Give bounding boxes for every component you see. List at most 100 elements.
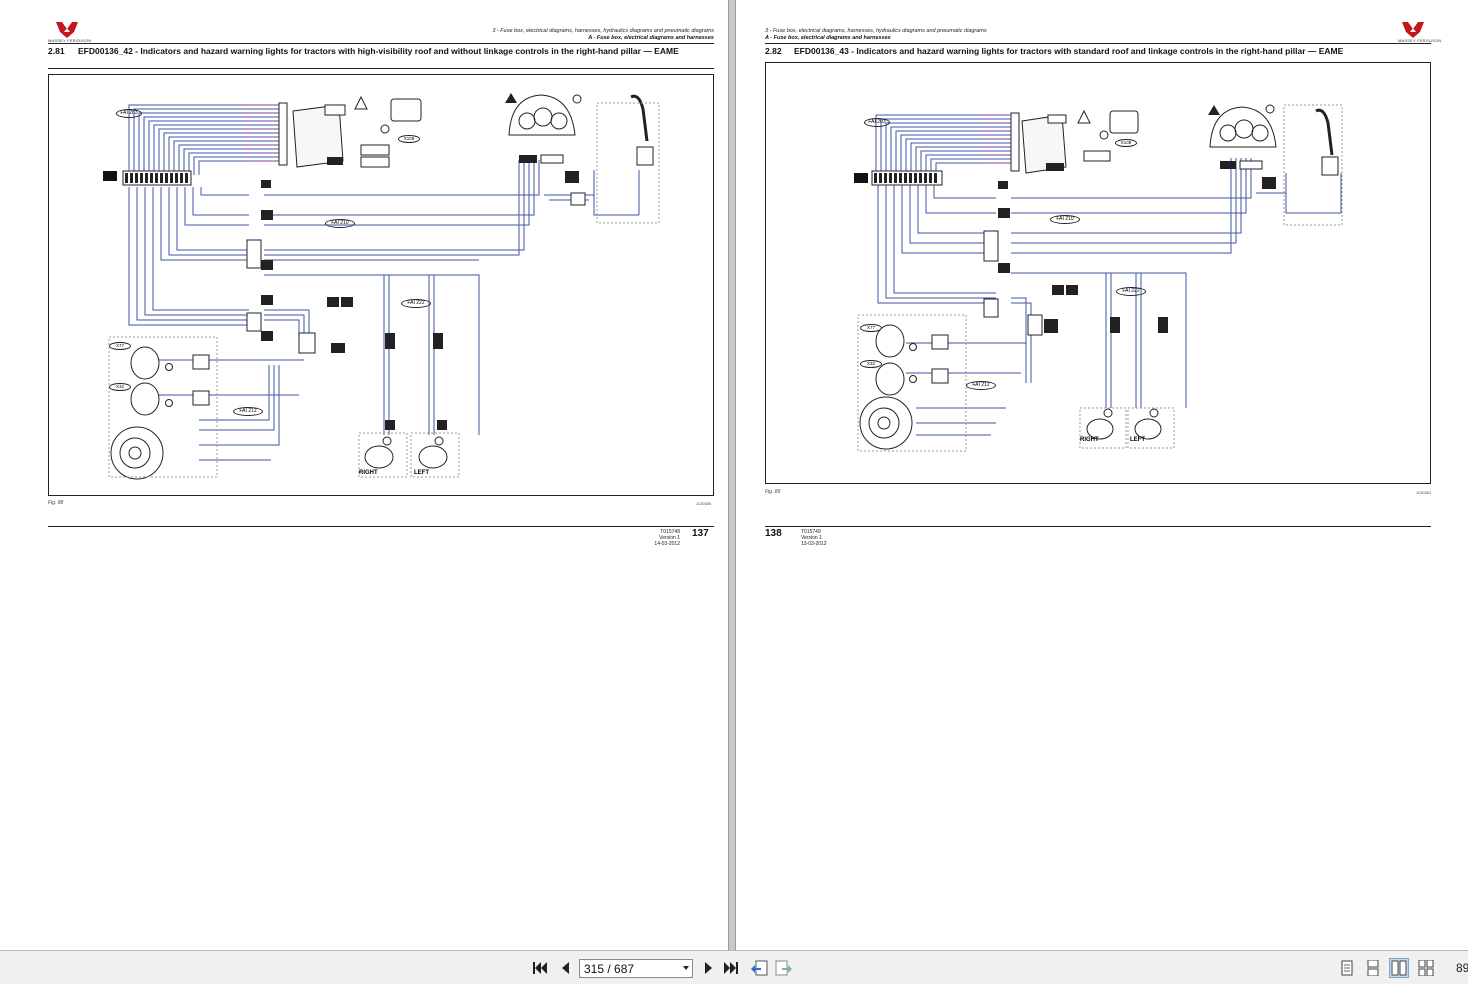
wire-labels-upper — [981, 114, 1011, 164]
section-title: EFD00136_43 - Indicators and hazard warn… — [794, 46, 1344, 56]
diagram-label: FAI 203 — [116, 109, 142, 118]
diagram-label: X108 — [1115, 139, 1137, 147]
header-chapter: 3 - Fuse box, electrical diagrams, harne… — [765, 28, 987, 34]
connector-stack — [246, 192, 586, 354]
connector-block — [1010, 112, 1020, 172]
navigation-toolbar: 315 / 687 89 — [0, 950, 1468, 984]
diagram-label: X108 — [398, 135, 420, 143]
last-page-icon — [724, 962, 738, 974]
relay-module — [292, 104, 346, 168]
section-number: 2.81 — [48, 46, 65, 56]
next-page-button[interactable] — [700, 959, 718, 977]
header-chapter: 3 - Fuse box, electrical diagrams, harne… — [492, 28, 714, 34]
wiring-diagram-frame: FAI 203 FAI 210 FAI 222 FAI 212 X77 X32 … — [765, 62, 1431, 484]
diagram-label: FAI 222 — [1116, 287, 1146, 296]
previous-view-button[interactable] — [750, 959, 768, 977]
diagram-label: X32 — [109, 383, 131, 391]
doc-id: T015749 — [801, 529, 821, 535]
title-rule — [48, 68, 714, 69]
rear-lamps — [358, 420, 460, 478]
footer-rule — [765, 526, 1431, 527]
section-number: 2.82 — [765, 46, 782, 56]
wire-bundle-lower — [877, 158, 1342, 436]
connector-blocks-middle — [998, 177, 1276, 333]
brand-name: MASSEY FERGUSON — [1398, 38, 1442, 43]
previous-page-button[interactable] — [556, 959, 574, 977]
doc-date: 13-03-2012 — [801, 541, 827, 547]
last-page-button[interactable] — [722, 959, 740, 977]
doc-id: T015748 — [660, 529, 680, 535]
facing-pages-view-button[interactable] — [1390, 959, 1408, 977]
joystick-control — [1283, 104, 1343, 226]
footer-meta: T015749 Version 1 13-03-2012 — [801, 529, 827, 547]
continuous-view-button[interactable] — [1364, 959, 1382, 977]
doc-date: 14-03-2012 — [654, 541, 680, 547]
wire-labels-upper — [244, 104, 279, 162]
figure-code: 1130300 — [696, 501, 712, 506]
brand-name: MASSEY FERGUSON — [48, 38, 92, 43]
next-page-icon — [705, 962, 712, 974]
diagram-label: X77 — [860, 324, 882, 332]
single-page-view-button[interactable] — [1338, 959, 1356, 977]
diagram-label: X77 — [109, 342, 131, 350]
figure-label: Fig. 89 — [765, 489, 781, 495]
rear-lamps — [1079, 407, 1175, 449]
page-number-input[interactable]: 315 / 687 — [579, 959, 693, 978]
lamp-label-right: RIGHT — [1080, 437, 1099, 443]
relay-module — [1021, 114, 1067, 174]
continuous-facing-view-button[interactable] — [1417, 959, 1435, 977]
diagram-label: FAI 212 — [233, 407, 263, 416]
previous-view-icon — [751, 960, 768, 976]
figure-code: 1130301 — [1416, 490, 1432, 495]
header-rule — [48, 43, 714, 44]
brand-logo-icon — [1402, 22, 1424, 38]
previous-page-icon — [562, 962, 569, 974]
lamp-label-right: RIGHT — [359, 470, 378, 476]
fuse-box — [854, 170, 943, 186]
doc-version: Version 1 — [659, 535, 680, 541]
wiring-diagram-frame: FAI 203 FAI 210 FAI 222 FAI 212 X77 X32 … — [48, 74, 714, 496]
instrument-cluster — [505, 93, 582, 164]
next-view-icon — [775, 960, 792, 976]
wire-bundle-lower — [128, 160, 640, 461]
document-viewer[interactable]: MASSEY FERGUSON 3 - Fuse box, electrical… — [0, 0, 1468, 950]
next-view-button[interactable] — [775, 959, 793, 977]
header-rule — [765, 43, 1431, 44]
instrument-cluster — [1208, 104, 1277, 170]
first-page-button[interactable] — [531, 959, 549, 977]
lamp-label-left: LEFT — [414, 470, 429, 476]
wire-bundle-upper — [875, 114, 1011, 173]
page-138: MASSEY FERGUSON 3 - Fuse box, electrical… — [736, 0, 1468, 950]
connector-blocks-middle — [261, 171, 579, 353]
hazard-switch — [354, 95, 422, 168]
section-title: EFD00136_42 - Indicators and hazard warn… — [78, 46, 679, 56]
header-section: A - Fuse box, electrical diagrams and ha… — [588, 35, 714, 41]
diagram-label: FAI 212 — [966, 381, 996, 390]
lamp-label-left: LEFT — [1130, 437, 1145, 443]
page-indicator: 315 / 687 — [584, 961, 635, 976]
diagram-label: FAI 210 — [1050, 215, 1080, 224]
joystick-control — [596, 94, 660, 224]
first-page-icon — [533, 962, 547, 974]
doc-version: Version 1 — [801, 535, 822, 541]
figure-label: Fig. 88 — [48, 500, 64, 506]
footer-meta: T015748 Version 1 14-03-2012 — [640, 529, 680, 547]
footer-rule — [48, 526, 714, 527]
wiring-diagram — [103, 93, 660, 480]
chevron-down-icon[interactable] — [683, 966, 689, 970]
facing-pages-view-icon — [1391, 960, 1407, 976]
diagram-label: FAI 203 — [864, 118, 890, 127]
connector-stack — [983, 230, 1043, 336]
indicator-lamps-left — [108, 336, 218, 480]
zoom-level[interactable]: 89 — [1456, 961, 1468, 975]
wire-bundle-upper — [128, 104, 279, 175]
hazard-switch — [1077, 109, 1139, 162]
header-section: A - Fuse box, electrical diagrams and ha… — [765, 35, 891, 41]
diagram-label: X32 — [860, 360, 882, 368]
wiring-diagram — [854, 104, 1343, 452]
fuse-box — [103, 170, 192, 186]
single-page-view-icon — [1341, 960, 1353, 976]
continuous-view-icon — [1367, 960, 1379, 976]
brand-logo-icon — [56, 22, 78, 38]
continuous-facing-view-icon — [1418, 960, 1434, 976]
